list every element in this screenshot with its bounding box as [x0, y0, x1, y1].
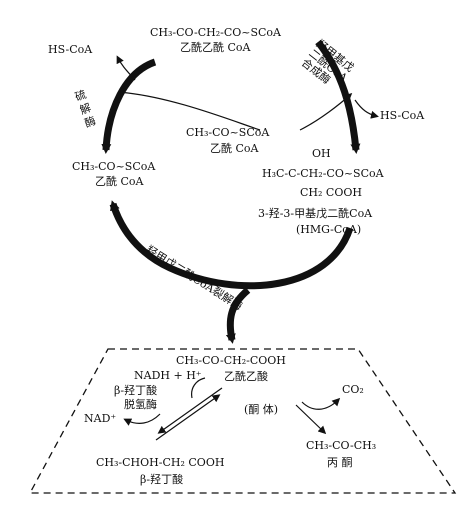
arrow-nad-out: [123, 413, 161, 426]
hmg-oh: OH: [312, 147, 331, 160]
acetoacetyl-coa-name: 乙酰乙酰 CoA: [180, 41, 251, 54]
ketone-body-label: (酮 体): [244, 403, 279, 416]
ketone-body-box: [28, 348, 457, 494]
acetoacetate-name: 乙酰乙酸: [224, 370, 268, 383]
acetone-formula: CH₃-CO-CH₃: [306, 439, 377, 452]
hmg-main-formula: H₃C-C-CH₂-CO~SCoA: [262, 167, 384, 180]
hmg-coa-name: 3-羟-3-甲基戊二酰CoA: [258, 207, 373, 220]
hydroxybutyrate-name: β-羟丁酸: [140, 473, 184, 486]
arc-hmg-synthase: [315, 39, 361, 154]
arc-thiolase: [101, 58, 157, 154]
arc-to-box: [225, 287, 251, 344]
acetyl-coa-center-name: 乙酰 CoA: [210, 142, 259, 155]
arrow-acetyl-in-right: [299, 92, 353, 131]
arrow-hscoa-release-right: [354, 99, 379, 119]
hmg-sub-formula: CH₂ COOH: [300, 186, 362, 199]
acetoacetyl-coa-formula: CH₃-CO-CH₂-CO~SCoA: [150, 26, 281, 39]
arrow-nadh-in: [191, 377, 206, 399]
acetone-name: 丙 酮: [327, 456, 353, 469]
hs-coa-top: HS-CoA: [48, 43, 93, 56]
arrow-to-acetone: [295, 404, 327, 435]
arrow-acetyl-in-top: [117, 91, 261, 131]
nad-label: NAD⁺: [84, 412, 117, 425]
nadh-label: NADH + H⁺: [134, 369, 202, 382]
arrow-reversible-fwd: [157, 387, 223, 434]
dehydrogenase-line1: β-羟丁酸: [114, 384, 158, 397]
arrow-reversible-back: [155, 394, 221, 441]
acetyl-coa-center-formula: CH₃-CO~SCoA: [186, 126, 270, 139]
hmg-coa-abbr: (HMG-CoA): [296, 223, 362, 236]
arrow-co2: [301, 397, 341, 410]
hydroxybutyrate-formula: CH₃-CHOH-CH₂ COOH: [96, 456, 225, 469]
dehydrogenase-line2: 脱氢酶: [124, 398, 157, 411]
arrow-hscoa-release-top: [116, 55, 136, 81]
acetoacetate-formula: CH₃-CO-CH₂-COOH: [176, 354, 286, 367]
acetyl-coa-left-name: 乙酰 CoA: [95, 175, 144, 188]
hs-coa-right: HS-CoA: [380, 109, 425, 122]
arc-lyase: [109, 200, 354, 290]
acetyl-coa-left-formula: CH₃-CO~SCoA: [72, 160, 156, 173]
co2-label: CO₂: [342, 383, 364, 396]
